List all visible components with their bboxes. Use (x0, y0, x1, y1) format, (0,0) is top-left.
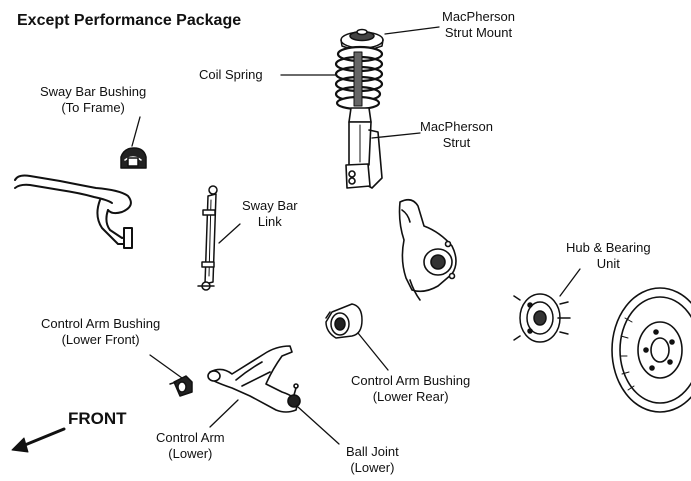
front-arrow (12, 429, 64, 452)
label-control-arm-bushing-front: Control Arm Bushing(Lower Front) (41, 316, 160, 348)
coil-spring-part (336, 47, 382, 109)
sway-bar-link-part (198, 186, 217, 290)
control-arm-bushing-rear-part (326, 304, 362, 338)
control-arm-bushing-front-part (170, 376, 192, 396)
label-sway-bar-bushing: Sway Bar Bushing(To Frame) (40, 84, 146, 116)
label-coil-spring: Coil Spring (199, 67, 263, 83)
strut-body-part (346, 108, 382, 188)
hub-bearing-part (514, 294, 570, 342)
brake-rotor-part (612, 288, 691, 412)
control-arm-part (208, 346, 300, 412)
sway-bar-bushing-part (121, 148, 146, 168)
front-direction-label: FRONT (68, 409, 127, 429)
diagram-title: Except Performance Package (17, 12, 241, 30)
label-control-arm-bushing-rear: Control Arm Bushing(Lower Rear) (351, 373, 470, 405)
label-control-arm: Control Arm(Lower) (156, 430, 225, 462)
label-ball-joint: Ball Joint(Lower) (346, 444, 399, 476)
sway-bar-part (15, 176, 132, 249)
steering-knuckle-part (400, 200, 457, 300)
